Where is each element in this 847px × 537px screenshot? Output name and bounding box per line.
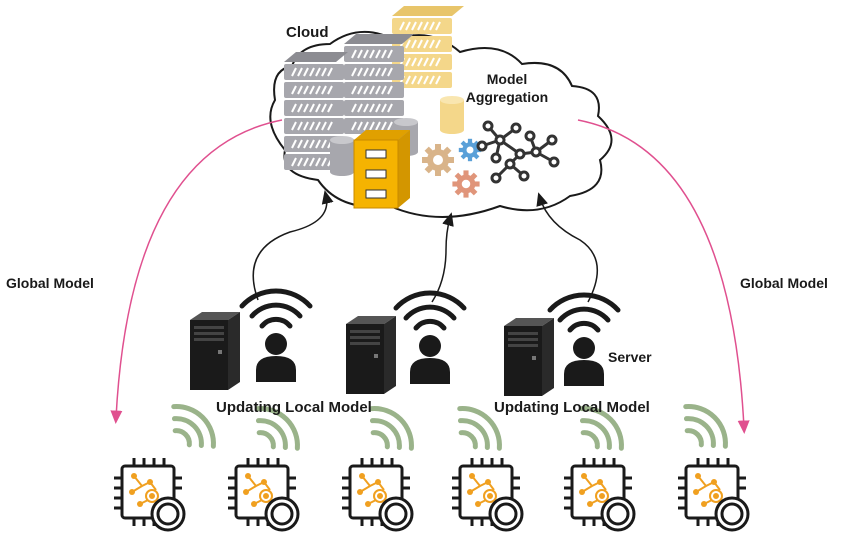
- server-rack-gray-icon: [283, 52, 348, 171]
- user-wifi-icon: [396, 293, 464, 384]
- iot-chip-icon: [340, 456, 414, 532]
- updating-local-model-label-2: Updating Local Model: [494, 399, 650, 416]
- iot-chip-icon: [112, 456, 186, 532]
- user-wifi-icon: [242, 291, 310, 382]
- global-model-arrow-right: [577, 119, 750, 434]
- wifi-icon: [155, 398, 222, 465]
- node-network-icon: [476, 120, 560, 184]
- global-model-arrow-left: [110, 119, 283, 424]
- wifi-icon: [667, 398, 734, 465]
- database-icon: [330, 136, 354, 176]
- updating-local-model-label-1: Updating Local Model: [216, 399, 372, 416]
- model-aggregation-line2: Aggregation: [465, 89, 549, 105]
- server-rack-yellow-icon: [391, 6, 464, 89]
- model-aggregation-line1: Model: [486, 71, 528, 87]
- gear-icon: [458, 138, 482, 162]
- global-model-label-right: Global Model: [740, 275, 828, 291]
- iot-chip-icon: [450, 456, 524, 532]
- gear-icon: [452, 170, 480, 198]
- server-tower-icon: [190, 312, 240, 390]
- iot-chip-icon: [562, 456, 636, 532]
- server-tower-icon: [504, 318, 554, 396]
- upload-arrow-3: [536, 192, 599, 303]
- upload-arrow-2: [431, 212, 454, 303]
- gear-icon: [422, 144, 454, 176]
- upload-arrow-1: [252, 190, 334, 301]
- file-cabinet-icon: [353, 130, 410, 209]
- global-model-label-left: Global Model: [6, 275, 94, 291]
- database-icon: [440, 96, 464, 134]
- server-label: Server: [608, 349, 652, 365]
- user-wifi-icon: [550, 295, 618, 386]
- server-tower-icon: [346, 316, 396, 394]
- server-rack-gray-icon: [343, 34, 414, 135]
- cloud-label: Cloud: [286, 24, 329, 41]
- iot-chip-icon: [676, 456, 750, 532]
- model-aggregation-label: Model Aggregation: [452, 70, 562, 106]
- iot-chip-icon: [226, 456, 300, 532]
